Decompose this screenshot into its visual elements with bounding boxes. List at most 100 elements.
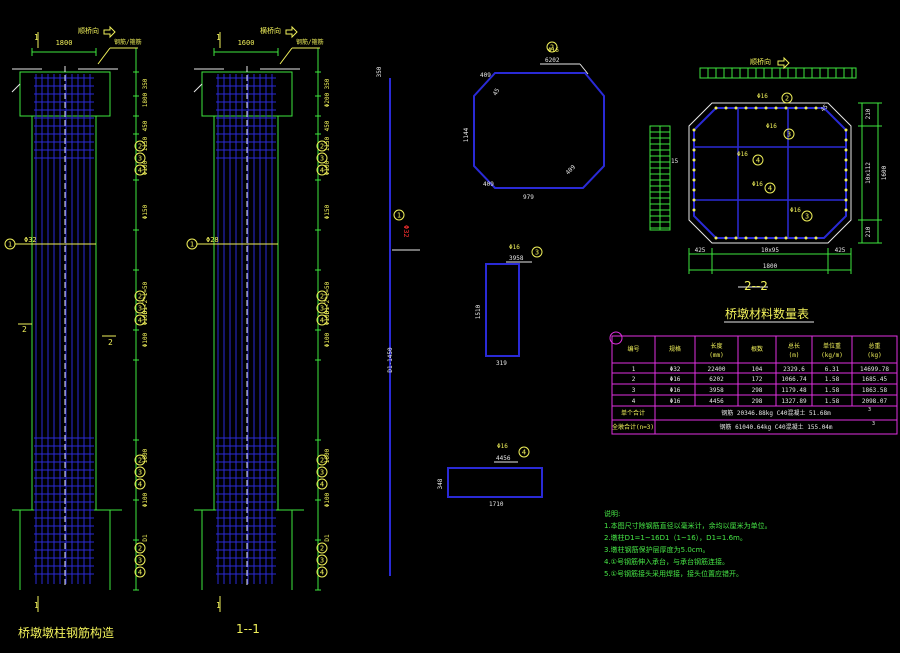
section-left-dim: 15 <box>671 158 679 165</box>
callout-number: 2 <box>320 143 324 151</box>
callout-number: 4 <box>320 317 324 325</box>
table-header: 总重 <box>868 342 880 350</box>
right-dim: 210 <box>865 226 872 237</box>
bar-dot <box>844 178 848 182</box>
callout-number: 2 <box>138 457 142 465</box>
vertical-dim: D1-2*1=50 <box>142 281 149 314</box>
cap-label: 钢筋/箍筋 <box>296 38 324 46</box>
bar-dot <box>692 198 696 202</box>
bar-1-spec: Φ32 <box>24 236 37 244</box>
leader-line <box>279 47 293 65</box>
callout-number: 2 <box>138 545 142 553</box>
header-strip <box>699 67 857 79</box>
left-elevation: 1800顺桥向钢筋/箍筋111Φ322235018004501150Φ100Φ1… <box>4 25 149 612</box>
table-cell: 1066.74 <box>781 376 807 383</box>
direction-label: 顺桥向 <box>78 26 99 35</box>
callout-number: 3 <box>787 131 791 139</box>
table-cell: 298 <box>752 398 763 405</box>
bar-2-spec: Φ16 <box>548 47 559 54</box>
section-chamfer: 45 <box>819 103 829 113</box>
vertical-dim: Φ100 <box>324 492 331 507</box>
hoop-callout <box>134 454 146 466</box>
section-callout <box>801 210 813 222</box>
table-cell: Φ16 <box>670 398 681 405</box>
callout-number: 3 <box>138 155 142 163</box>
vertical-dim: Φ100 <box>324 310 331 325</box>
note-line: 5.①号钢筋接头采用焊接，接头位置应错开。 <box>604 570 743 578</box>
long-bar-top-dim: 350 <box>376 66 383 77</box>
callout-number: 2 <box>320 545 324 553</box>
vertical-dim: Φ200 <box>324 92 331 107</box>
bottom-dim: 425 <box>835 247 846 254</box>
vertical-dim: Φ100 <box>142 160 149 175</box>
bar-dot <box>844 138 848 142</box>
callout-number: 1 <box>190 241 194 249</box>
vertical-dim: Φ150 <box>142 204 149 219</box>
table-header: (mm) <box>709 352 723 359</box>
table-cell: 22400 <box>707 366 725 373</box>
table-cell: 2098.07 <box>862 398 888 405</box>
table-cell: 1685.45 <box>862 376 888 383</box>
table-header: 总长 <box>788 342 800 350</box>
right-total-dim: 1600 <box>881 165 888 180</box>
table-header: 长度 <box>710 342 722 350</box>
hoop-callout <box>316 302 328 314</box>
callout-number: 4 <box>138 569 142 577</box>
callout-number: 3 <box>535 249 539 257</box>
hoop-callout <box>316 152 328 164</box>
table-cell: Φ16 <box>670 387 681 394</box>
table-cell: 1327.89 <box>781 398 807 405</box>
bar-dot <box>692 208 696 212</box>
bar-dot <box>844 168 848 172</box>
section-title: 2--2 <box>744 279 768 293</box>
vertical-dim: 450 <box>324 120 331 131</box>
section-callout <box>764 182 776 194</box>
hoop-callout <box>134 566 146 578</box>
table-cell: 104 <box>752 366 763 373</box>
bar-dot <box>844 188 848 192</box>
vertical-dim: 350 <box>142 78 149 89</box>
bar-dot <box>754 236 758 240</box>
table-sum-value: 钢筋 20346.88kg C40混凝土 51.68m <box>721 409 831 417</box>
table-total-label: 全墩合计(n=3) <box>612 423 654 431</box>
vertical-dim: Φ100 <box>324 332 331 347</box>
table-corner-mark <box>609 331 623 345</box>
bar-dot <box>734 106 738 110</box>
section-mark: 1 <box>216 33 221 42</box>
vertical-dim: 350 <box>324 78 331 89</box>
hoop-callout <box>316 314 328 326</box>
callout-number: 4 <box>138 317 142 325</box>
hoop-callout <box>134 164 146 176</box>
bar-dot <box>692 128 696 132</box>
left-elevation-title: 桥墩墩柱钢筋构造 <box>18 626 115 640</box>
table-header: 规格 <box>669 345 681 353</box>
bar-dot <box>794 236 798 240</box>
callout-number: 2 <box>550 44 554 52</box>
bar-dot <box>744 106 748 110</box>
bar-2-callout <box>546 41 558 53</box>
break-slash <box>193 83 203 93</box>
hoop-callout <box>316 478 328 490</box>
vertical-dim: Φ100 <box>142 332 149 347</box>
table-cell: Φ16 <box>670 376 681 383</box>
bar-dot <box>814 236 818 240</box>
long-bar-callout <box>393 209 405 221</box>
bar-4-dim: 348 <box>437 478 444 489</box>
bottom-dim: 10x95 <box>761 247 779 254</box>
vertical-dim: 1150 <box>142 136 149 151</box>
bar-dot <box>754 106 758 110</box>
hoop-callout <box>316 566 328 578</box>
table-cell: Φ32 <box>670 366 681 373</box>
vertical-dim: Φ100 <box>142 310 149 325</box>
bar-dot <box>844 128 848 132</box>
bar-dot <box>714 236 718 240</box>
callout-number: 3 <box>138 305 142 313</box>
hoop-callout <box>134 466 146 478</box>
callout-number: 2 <box>138 293 142 301</box>
callout-number: 3 <box>138 469 142 477</box>
cap-label: 钢筋/箍筋 <box>114 38 142 46</box>
